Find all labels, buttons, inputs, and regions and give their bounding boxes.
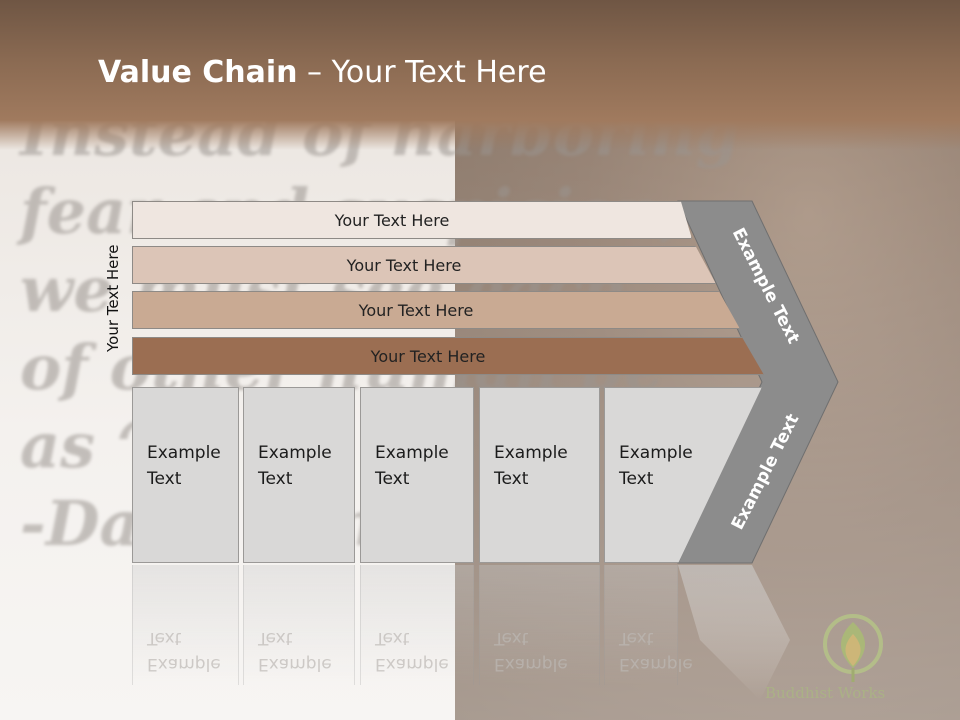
- title-band: [0, 0, 960, 150]
- bar-row[interactable]: Your Text Here: [132, 246, 716, 284]
- example-card[interactable]: Example Text: [479, 387, 600, 563]
- card-line: Text: [375, 469, 410, 489]
- card-line: Text: [258, 469, 293, 489]
- bar-label: Your Text Here: [346, 255, 462, 275]
- card-line: Text: [619, 469, 654, 489]
- chevron-arrow[interactable]: [677, 200, 839, 564]
- example-card[interactable]: Example Text: [132, 387, 239, 563]
- bar-label: Your Text Here: [358, 300, 474, 320]
- bar-row[interactable]: Your Text Here: [132, 201, 692, 239]
- bar-row[interactable]: Your Text Here: [132, 337, 764, 375]
- example-card[interactable]: Example Text: [243, 387, 355, 563]
- title-rest: – Your Text Here: [297, 55, 547, 90]
- title-bold: Value Chain: [98, 55, 298, 90]
- card-line: Example: [494, 443, 568, 463]
- card-line: Example: [375, 443, 449, 463]
- chevron-reflection: [678, 565, 790, 700]
- card-line: Example: [619, 443, 693, 463]
- bar-label: Your Text Here: [334, 210, 450, 230]
- example-card[interactable]: Example Text: [360, 387, 474, 563]
- bar-label: Your Text Here: [370, 346, 486, 366]
- card-line: Text: [494, 469, 529, 489]
- card-line: Example: [258, 443, 332, 463]
- bar-row[interactable]: Your Text Here: [132, 291, 740, 329]
- watermark-text: Buddhist Works: [765, 684, 886, 702]
- card-line: Text: [147, 469, 182, 489]
- slide-title[interactable]: Value Chain – Your Text Here: [98, 55, 547, 90]
- card-line: Example: [147, 443, 221, 463]
- lotus-logo-icon: [823, 614, 883, 682]
